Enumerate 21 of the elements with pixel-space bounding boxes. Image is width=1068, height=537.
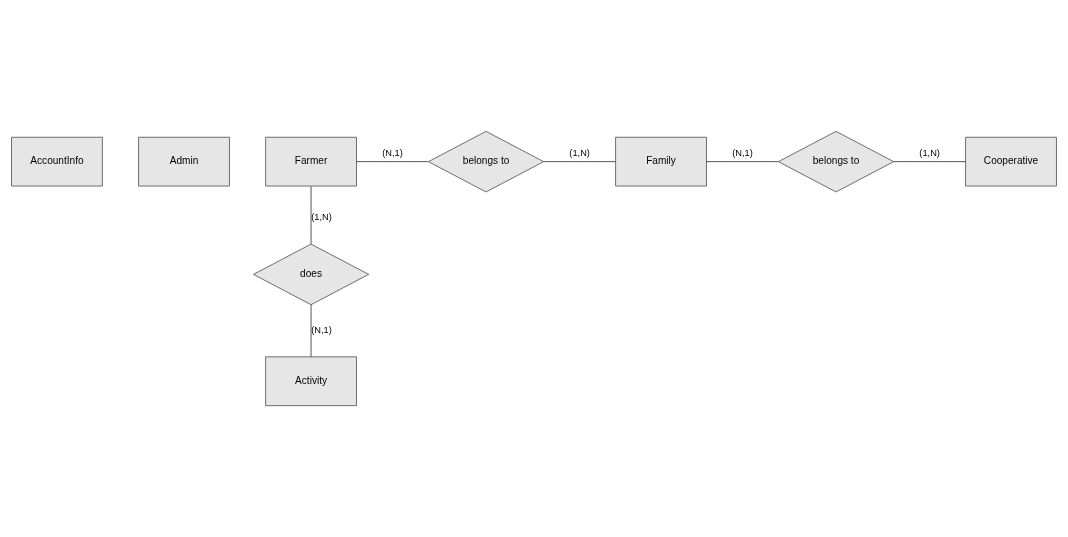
edge-label: (1,N)	[919, 148, 940, 159]
edge-label: (N,1)	[732, 148, 753, 159]
edge-label: (N,1)	[382, 148, 403, 159]
edge-label: (1,N)	[311, 212, 332, 223]
connector	[310, 304, 312, 358]
node-box: Farmer	[265, 136, 357, 187]
connector	[310, 185, 312, 245]
connector	[356, 161, 429, 163]
node-diamond: does	[253, 243, 370, 306]
node-box: Cooperative	[965, 136, 1057, 187]
node-box: AccountInfo	[11, 136, 103, 187]
connector	[893, 161, 966, 163]
connector	[706, 161, 779, 163]
node-box: Admin	[138, 136, 230, 187]
edge-label: (1,N)	[569, 148, 590, 159]
edge-label: (N,1)	[311, 325, 332, 336]
node-box: Activity	[265, 356, 357, 407]
node-box: Family	[615, 136, 707, 187]
node-diamond: belongs to	[428, 130, 545, 193]
node-diamond: belongs to	[778, 130, 895, 193]
connector	[543, 161, 616, 163]
